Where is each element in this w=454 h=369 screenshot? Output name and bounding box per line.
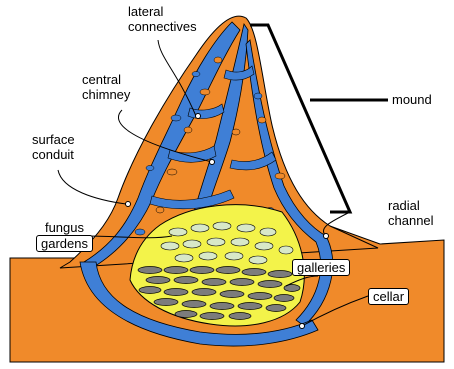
label-central-chimney: central chimney <box>82 72 130 102</box>
label-line: connectives <box>128 19 197 34</box>
label-text: mound <box>392 92 432 107</box>
label-fungus-gardens: fungus gardens <box>36 220 93 252</box>
label-cellar: cellar <box>368 288 409 305</box>
label-radial-channel: radial channel <box>388 198 434 228</box>
label-line: surface <box>32 132 75 147</box>
label-mound: mound <box>392 92 432 107</box>
label-lateral-connectives: lateral connectives <box>128 4 197 34</box>
label-line: radial <box>388 198 434 213</box>
label-line: fungus <box>36 220 93 235</box>
label-line: gardens <box>36 235 93 252</box>
label-text: galleries <box>292 259 350 276</box>
label-galleries: galleries <box>292 259 350 276</box>
label-text: cellar <box>368 288 409 305</box>
label-surface-conduit: surface conduit <box>32 132 75 162</box>
label-line: channel <box>388 213 434 228</box>
label-line: central <box>82 72 130 87</box>
label-line: chimney <box>82 87 130 102</box>
label-line: lateral <box>128 4 197 19</box>
label-line: conduit <box>32 147 75 162</box>
